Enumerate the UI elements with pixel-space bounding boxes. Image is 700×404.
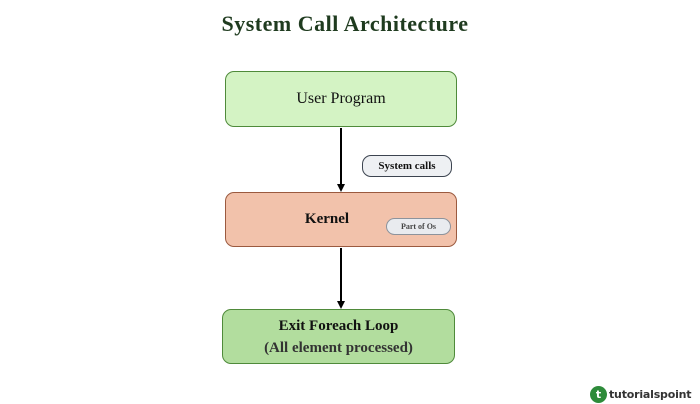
logo-mark-letter: t [595,387,602,401]
tutorialspoint-logo-icon: t [590,385,607,403]
exit-foreach-subtitle: (All element processed) [264,339,413,356]
system-calls-edge-label: System calls [362,155,452,177]
user-program-label: User Program [296,90,386,107]
diagram-title: System Call Architecture [221,11,469,36]
logo-text: tutorialspoint [609,387,692,401]
user-program-node: User Program [225,71,457,127]
part-of-os-badge: Part of Os [386,218,451,235]
kernel-label: Kernel [304,211,350,227]
tutorialspoint-logo[interactable]: t tutorialspoint [590,384,692,404]
exit-foreach-node: Exit Foreach Loop (All element processed… [222,309,455,364]
exit-foreach-title: Exit Foreach Loop [278,317,399,334]
